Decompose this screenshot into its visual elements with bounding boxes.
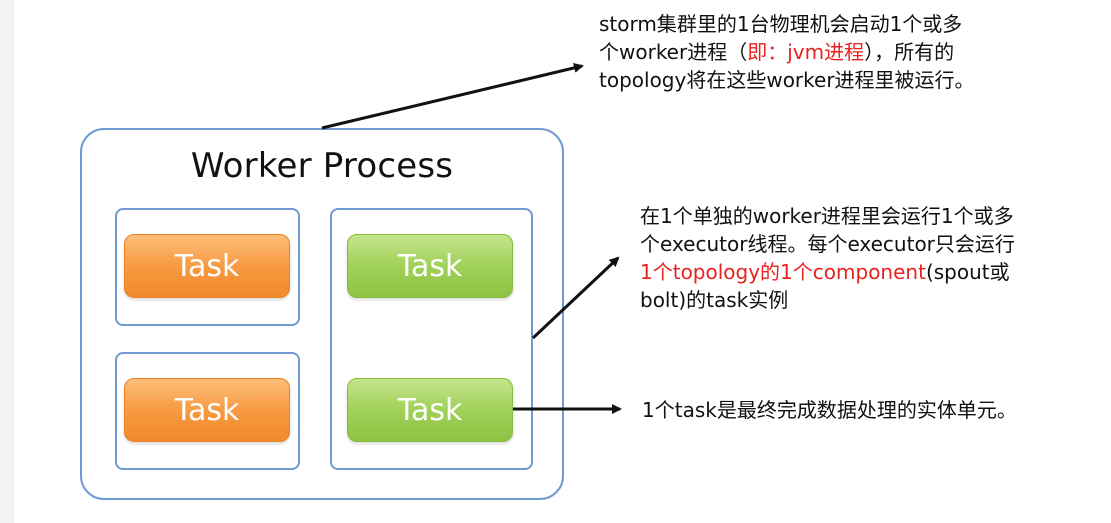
task-green-top: Task (347, 234, 513, 298)
worker-callout-jvm-highlight: 即：jvm进程 (747, 40, 865, 64)
executor-callout-line4: bolt)的task实例 (640, 288, 789, 312)
worker-callout-arrow (321, 62, 584, 130)
worker-callout-line2-before: 个worker进程（ (599, 40, 748, 64)
worker-callout-line1: storm集群里的1台物理机会启动1个或多 (599, 12, 963, 36)
executor-callout-line2: 个executor线程。每个executor只会运行 (640, 232, 1015, 256)
task-callout-line1: 1个task是最终完成数据处理的实体单元。 (642, 398, 1017, 422)
task-green-bottom: Task (347, 378, 513, 442)
task-orange-top: Task (124, 234, 290, 298)
executor-callout-arrow (531, 256, 620, 340)
executor-callout-text: 在1个单独的worker进程里会运行1个或多 个executor线程。每个exe… (640, 202, 1015, 314)
executor-callout-component-highlight: 1个topology的1个component (640, 260, 926, 284)
task-callout-text: 1个task是最终完成数据处理的实体单元。 (642, 396, 1017, 424)
worker-callout-line2-after: ），所有的 (864, 40, 955, 64)
left-margin-strip (0, 0, 14, 523)
task-orange-bottom: Task (124, 378, 290, 442)
executor-callout-line3-after: (spout或 (925, 260, 1010, 284)
worker-callout-line2: 个worker进程（即：jvm进程），所有的 (599, 38, 975, 66)
worker-callout-text: storm集群里的1台物理机会启动1个或多 个worker进程（即：jvm进程）… (599, 10, 975, 94)
executor-callout-line1: 在1个单独的worker进程里会运行1个或多 (640, 204, 1014, 228)
worker-process-title: Worker Process (190, 146, 454, 186)
executor-callout-line3: 1个topology的1个component(spout或 (640, 258, 1015, 286)
worker-callout-line3: topology将在这些worker进程里被运行。 (599, 68, 975, 92)
